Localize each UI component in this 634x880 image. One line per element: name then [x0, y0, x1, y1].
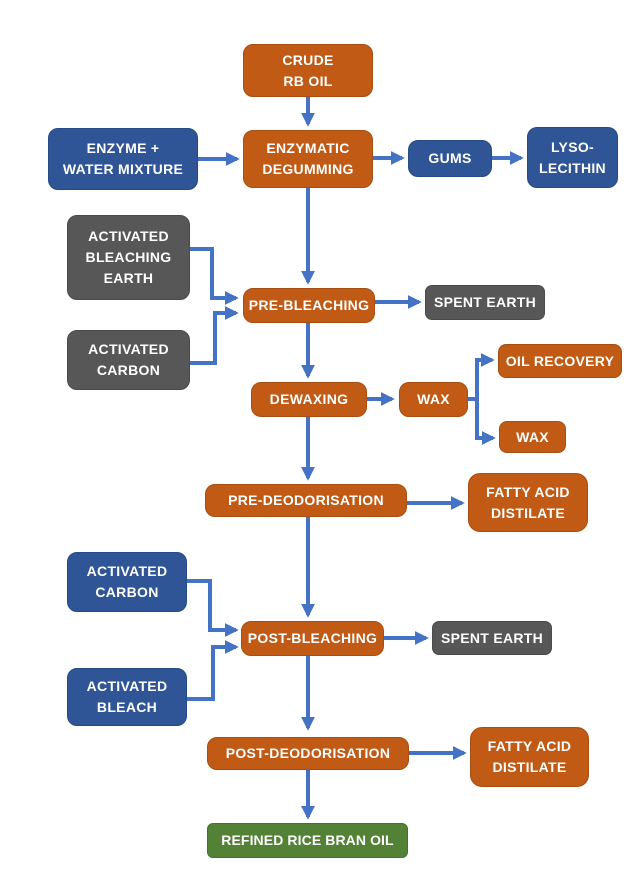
node-lyso-lecithin: LYSO- LECITHIN	[527, 127, 618, 188]
node-enzyme-water-mixture: ENZYME + WATER MIXTURE	[48, 128, 198, 190]
node-activated-carbon-blue: ACTIVATED CARBON	[67, 552, 187, 612]
node-activated-bleach: ACTIVATED BLEACH	[67, 668, 187, 726]
node-crude-rb-oil: CRUDE RB OIL	[243, 44, 373, 97]
node-refined-rice-bran-oil: REFINED RICE BRAN OIL	[207, 823, 408, 858]
node-fatty-acid-distilate-1: FATTY ACID DISTILATE	[468, 473, 588, 532]
node-pre-deodorisation: PRE-DEODORISATION	[205, 484, 407, 517]
node-activated-bleaching-earth: ACTIVATED BLEACHING EARTH	[67, 215, 190, 300]
node-enzymatic-degumming: ENZYMATIC DEGUMMING	[243, 130, 373, 188]
node-pre-bleaching: PRE-BLEACHING	[243, 288, 375, 323]
node-spent-earth-2: SPENT EARTH	[432, 621, 552, 655]
node-spent-earth-1: SPENT EARTH	[425, 285, 545, 320]
node-oil-recovery: OIL RECOVERY	[498, 344, 622, 378]
node-post-deodorisation: POST-DEODORISATION	[207, 737, 409, 770]
node-fatty-acid-distilate-2: FATTY ACID DISTILATE	[470, 727, 589, 787]
node-dewaxing: DEWAXING	[251, 382, 367, 417]
node-gums: GUMS	[408, 140, 492, 177]
node-wax-2: WAX	[499, 421, 566, 453]
node-post-bleaching: POST-BLEACHING	[241, 621, 384, 656]
node-wax-1: WAX	[399, 382, 468, 417]
node-activated-carbon-gray: ACTIVATED CARBON	[67, 330, 190, 390]
